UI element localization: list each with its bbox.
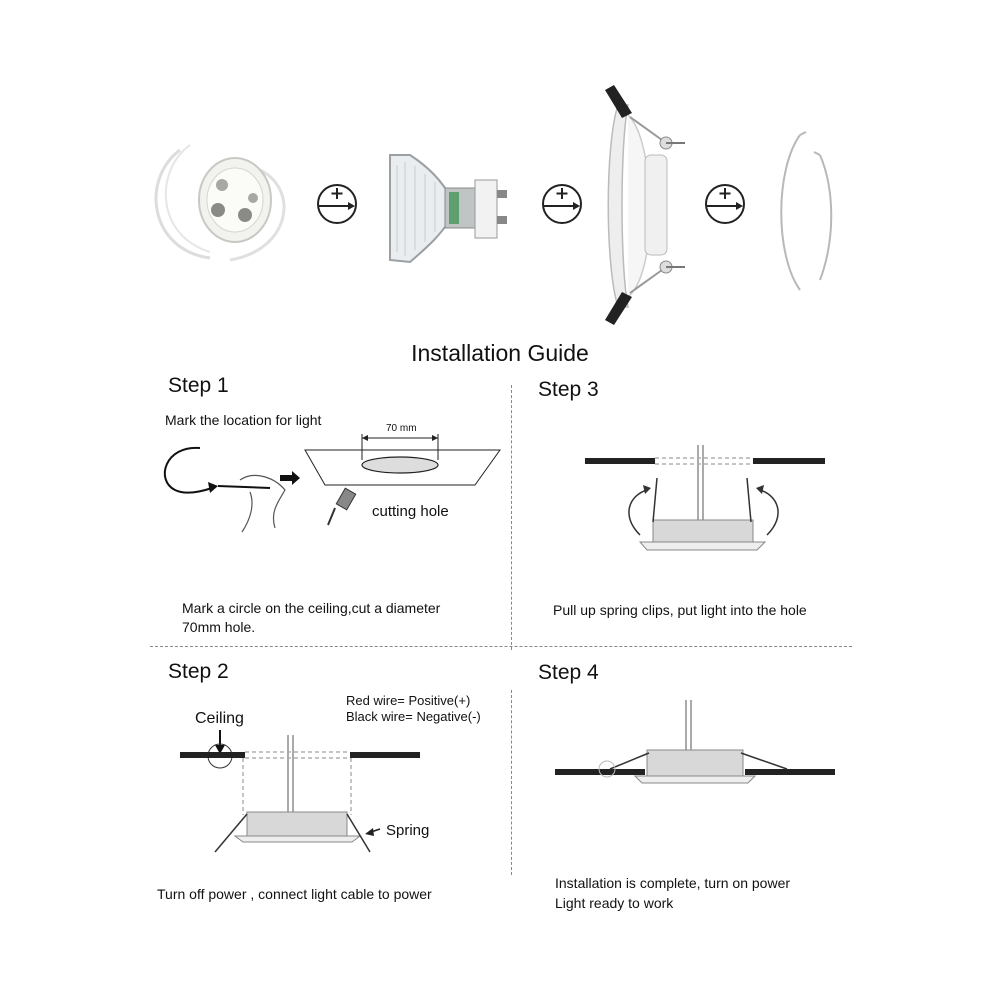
step1-mark-label: Mark the location for light: [165, 412, 322, 428]
plus-arrow-icon: [542, 184, 582, 224]
step1-illustration: [163, 434, 501, 533]
step3-note: Pull up spring clips, put light into the…: [553, 602, 807, 618]
step4-illustration: [555, 700, 835, 784]
lamp-socket-icon: [154, 144, 286, 262]
step1-dimension: 70 mm: [386, 423, 417, 434]
step4-note-line1: Installation is complete, turn on power: [555, 875, 791, 891]
step1-heading: Step 1: [168, 374, 229, 397]
step2-black-wire: Black wire= Negative(-): [346, 709, 481, 724]
divider: [150, 646, 852, 647]
downlight-housing-icon: [605, 85, 685, 325]
step2-note: Turn off power , connect light cable to …: [157, 886, 432, 902]
plus-arrow-icon: [705, 184, 745, 224]
divider: [511, 690, 512, 875]
step3-heading: Step 3: [538, 378, 599, 401]
step2-red-wire: Red wire= Positive(+): [346, 693, 471, 708]
step1-note: Mark a circle on the ceiling,cut a diame…: [182, 600, 441, 635]
step2-illustration: [180, 730, 420, 853]
step4-heading: Step 4: [538, 661, 599, 684]
retaining-clip-icon: [780, 131, 833, 291]
step4-note-line2: Light ready to work: [555, 895, 674, 911]
step2-heading: Step 2: [168, 660, 229, 683]
step3-illustration: [585, 445, 825, 551]
page-title: Installation Guide: [411, 340, 589, 366]
gu10-bulb-icon: [389, 154, 507, 264]
divider: [511, 385, 512, 650]
step2-spring-label: Spring: [386, 822, 430, 839]
step2-ceiling-label: Ceiling: [195, 710, 244, 727]
cutter-tool-icon: [327, 487, 357, 526]
plus-arrow-icon: [317, 184, 357, 224]
hand-pencil-icon: [217, 475, 286, 533]
step1-cutting-label: cutting hole: [372, 503, 449, 520]
